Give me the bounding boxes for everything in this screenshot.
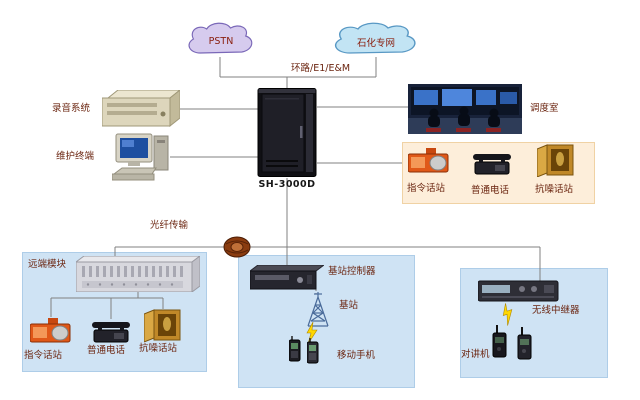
fiber-label: 光纤传输 xyxy=(150,220,189,231)
command-station-label: 指令话站 xyxy=(407,183,446,194)
command-station-icon xyxy=(407,146,450,176)
walkie-talkie-icon xyxy=(492,325,508,359)
trunk-label: 环路/E1/E&M xyxy=(291,63,351,74)
remote-module-rack-icon xyxy=(74,255,202,293)
mobile-phone-icon xyxy=(288,336,301,362)
recording-system-label: 录音系统 xyxy=(52,103,91,114)
desk-phone-icon xyxy=(473,150,511,176)
cabinet-model-label: SH-3000D xyxy=(258,179,316,190)
recording-system-icon xyxy=(101,88,182,128)
fiber-coil-icon xyxy=(223,235,251,259)
maintenance-terminal-icon xyxy=(111,132,172,184)
maintenance-terminal-label: 维护终端 xyxy=(56,151,95,162)
pstn-label: PSTN xyxy=(208,36,234,47)
mobile-phone-icon xyxy=(306,338,319,364)
repeater-label: 无线中继器 xyxy=(532,305,580,316)
petro-network-label: 石化专网 xyxy=(356,37,395,49)
dispatch-room-icon xyxy=(408,84,522,134)
sh3000d-cabinet-icon xyxy=(257,88,317,178)
remote-desk-phone-icon xyxy=(92,318,130,344)
remote-noise-proof-station-label: 抗噪话站 xyxy=(139,343,178,354)
remote-command-station-label: 指令话站 xyxy=(24,350,63,361)
pstn-cloud: PSTN xyxy=(183,20,259,60)
remote-command-station-icon xyxy=(29,316,72,346)
base-station-label: 基站 xyxy=(339,300,359,311)
remote-noise-proof-station-icon xyxy=(143,308,182,343)
walkie-talkie-label: 对讲机 xyxy=(461,349,490,360)
walkie-talkie-icon xyxy=(517,327,533,361)
desk-phone-label: 普通电话 xyxy=(471,185,510,196)
noise-proof-station-icon xyxy=(536,143,575,178)
remote-module-label: 远端模块 xyxy=(28,259,67,270)
bsc-label: 基站控制器 xyxy=(328,266,376,277)
dispatch-room-label: 调度室 xyxy=(530,103,559,114)
cloud-icon xyxy=(334,22,416,54)
repeater-icon xyxy=(477,277,562,303)
cloud-icon xyxy=(188,22,253,54)
petro-network-cloud: 石化专网 xyxy=(328,20,424,60)
remote-desk-phone-label: 普通电话 xyxy=(87,345,126,356)
noise-proof-station-label: 抗噪话站 xyxy=(535,184,574,195)
bsc-icon xyxy=(248,264,326,291)
mobile-phone-label: 移动手机 xyxy=(337,350,376,361)
